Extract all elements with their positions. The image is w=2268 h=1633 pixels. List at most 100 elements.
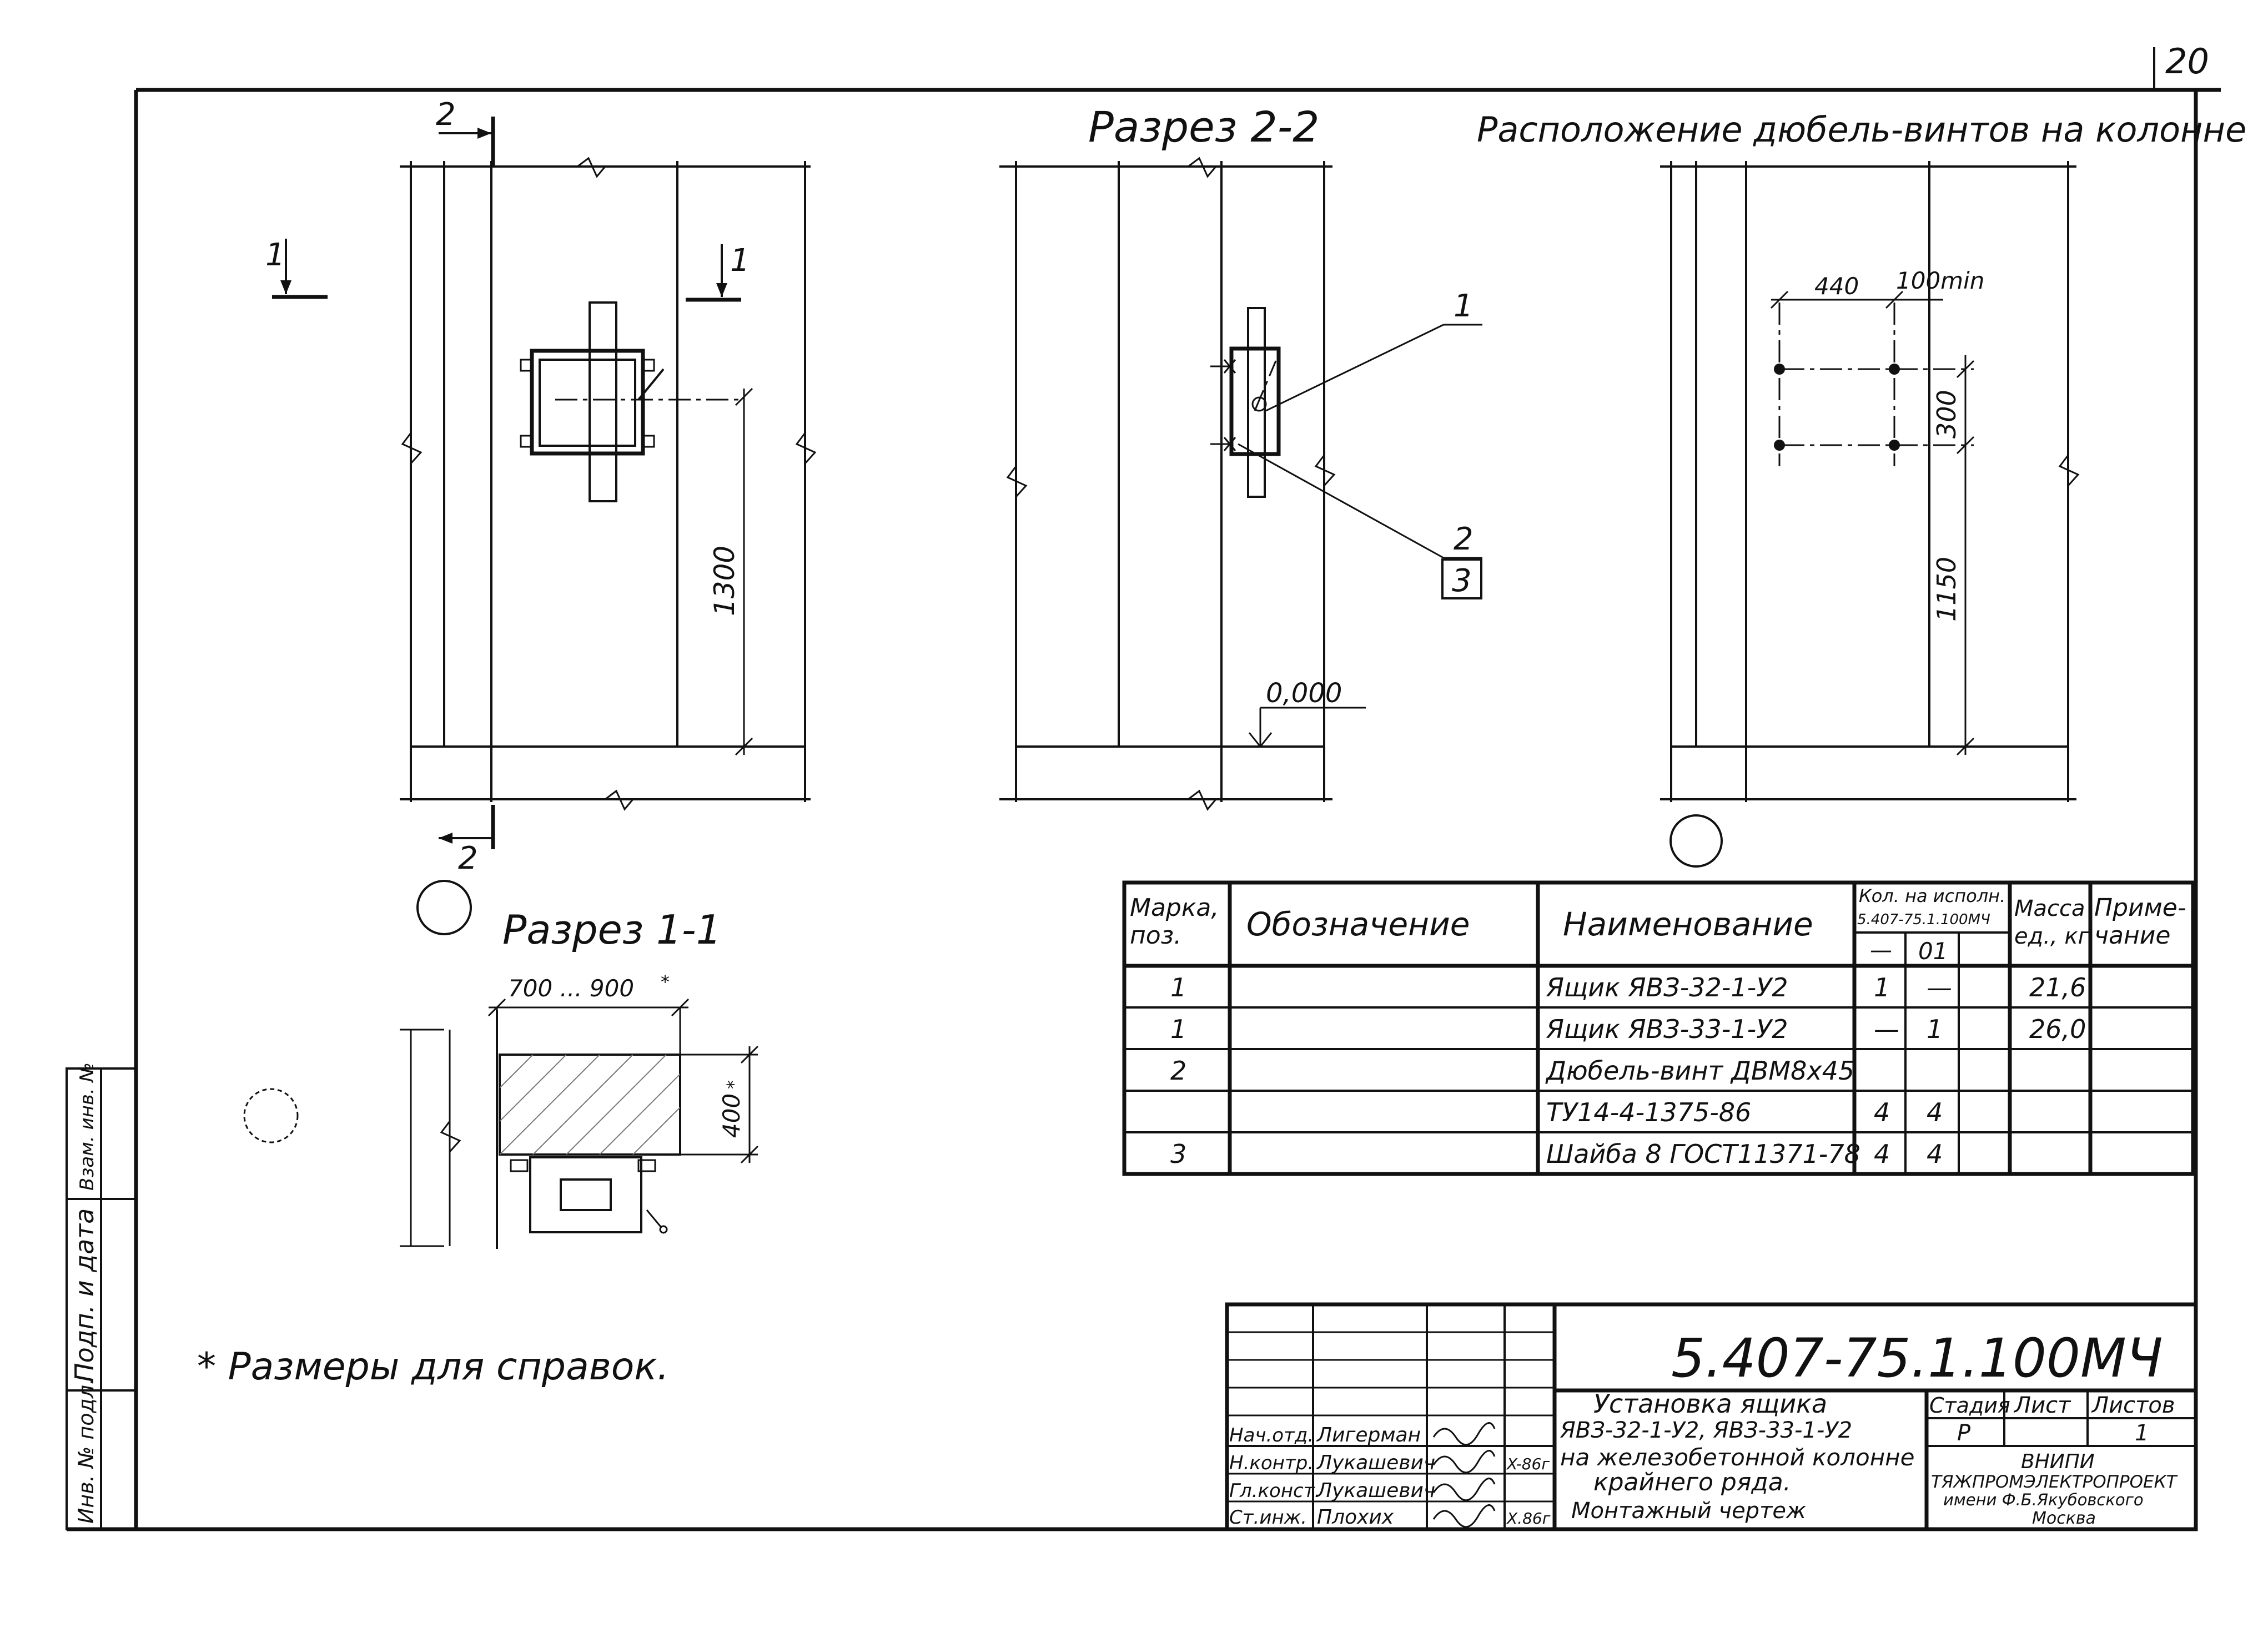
title-block: 5.407-75.1.100МЧ Установка ящика ЯВЗ-32-… bbox=[1225, 1302, 2198, 1531]
spec-cell-name: Ящик ЯВЗ-32-1-У2 bbox=[1546, 972, 1788, 1002]
title-line-2: ЯВЗ-32-1-У2, ЯВЗ-33-1-У2 bbox=[1560, 1418, 1852, 1443]
section-2-2-title: Разрез 2-2 bbox=[1088, 102, 1320, 152]
spec-row: 2 Дюбель-винт ДВМ8х45 bbox=[1170, 1056, 1854, 1086]
spec-cell-name: ТУ14-4-1375-86 bbox=[1546, 1097, 1751, 1127]
spec-cell-qty-2: 4 bbox=[1927, 1097, 1943, 1127]
signature-row: Гл.конст.Лукашевич bbox=[1229, 1478, 1496, 1502]
spec-cell-qty-2: 4 bbox=[1927, 1139, 1943, 1169]
signature-scribble bbox=[1432, 1422, 1496, 1446]
sheets-label: Листов bbox=[2091, 1393, 2175, 1418]
org-line-3: имени Ф.Б.Якубовского bbox=[1943, 1490, 2144, 1509]
spec-cell-name: Дюбель-винт ДВМ8х45 bbox=[1545, 1056, 1854, 1086]
org-line-1: ВНИПИ bbox=[2021, 1450, 2095, 1473]
signature-date: X.86г bbox=[1506, 1509, 1551, 1528]
signature-role: Н.контр. bbox=[1229, 1452, 1314, 1474]
spec-cell-mark: 2 bbox=[1170, 1056, 1186, 1086]
reference-note: * Размеры для справок. bbox=[197, 1345, 669, 1389]
spec-cell-mark: 1 bbox=[1170, 972, 1186, 1002]
spec-table: Марка,поз. Обозначение Наименование Кол.… bbox=[1122, 880, 2195, 1176]
title-line-4: крайнего ряда. bbox=[1593, 1468, 1791, 1496]
spec-cell-qty-2: — bbox=[1927, 972, 1952, 1002]
spec-row: ТУ14-4-1375-86 4 4 bbox=[1546, 1097, 1943, 1127]
side-stamp: Инв. № подл. Подп. и дата Взам. инв. № bbox=[66, 1062, 137, 1530]
spec-header-designation: Обозначение bbox=[1246, 905, 1470, 943]
signature-role: Нач.отд. bbox=[1229, 1424, 1314, 1446]
spec-header-note: Приме-чание bbox=[2094, 894, 2186, 950]
side-stamp-sign: Подп. и дата bbox=[69, 1208, 99, 1382]
spec-cell-qty-1: 4 bbox=[1874, 1139, 1890, 1169]
title-line-3: на железобетонной колонне bbox=[1560, 1444, 1914, 1471]
sheet-label: Лист bbox=[2013, 1393, 2071, 1418]
spec-cell-qty-1: 4 bbox=[1874, 1097, 1890, 1127]
dowel-layout-title: Расположение дюбель-винтов на колонне bbox=[1477, 109, 2246, 150]
spec-header-name: Наименование bbox=[1563, 905, 1813, 943]
signature-name: Плохих bbox=[1317, 1506, 1394, 1529]
signature-date: X-86г bbox=[1506, 1455, 1550, 1473]
plan-cut-mark-right: 1 bbox=[730, 243, 750, 279]
spec-row: 3 Шайба 8 ГОСТ11371-78 4 4 bbox=[1170, 1139, 1943, 1169]
dim-400-star: * bbox=[723, 1080, 744, 1089]
dim-300: 300 bbox=[1932, 390, 1962, 439]
stage-label: Стадия bbox=[1929, 1393, 2010, 1418]
signature-name: Лукашевич bbox=[1316, 1479, 1435, 1502]
side-stamp-inv: Инв. № подл. bbox=[74, 1378, 98, 1524]
signature-scribble bbox=[1432, 1504, 1496, 1528]
plan-section-mark-top: 2 bbox=[436, 97, 456, 133]
spec-header-qty: Кол. на исполн.5.407-75.1.100МЧ bbox=[1857, 885, 2005, 928]
org-line-2: ТЯЖПРОМЭЛЕКТРОПРОЕКТ bbox=[1931, 1472, 2178, 1492]
spec-cell-mass: 26,0 bbox=[2029, 1014, 2086, 1044]
spec-cell-qty-1: — bbox=[1874, 1014, 1899, 1044]
spec-cell-qty-1: 1 bbox=[1874, 972, 1890, 1002]
drawing-code: 5.407-75.1.100МЧ bbox=[1671, 1327, 2163, 1389]
spec-cell-mass: 21,6 bbox=[2029, 972, 2086, 1002]
org-line-4: Москва bbox=[2032, 1509, 2096, 1528]
spec-cell-mark: 3 bbox=[1170, 1139, 1186, 1169]
dim-700-900: 700 ... 900 bbox=[508, 975, 634, 1002]
spec-header-qty-a: — bbox=[1870, 938, 1892, 963]
title-line-1: Установка ящика bbox=[1593, 1389, 1827, 1419]
spec-cell-name: Шайба 8 ГОСТ11371-78 bbox=[1546, 1139, 1860, 1169]
plan-section-mark-bottom: 2 bbox=[458, 840, 478, 876]
section-1-1-title: Разрез 1-1 bbox=[502, 906, 722, 953]
callout-2: 2 bbox=[1454, 521, 1474, 557]
signature-row: Ст.инж. Плохих X.86г bbox=[1229, 1504, 1551, 1529]
spec-header-mark: Марка,поз. bbox=[1130, 894, 1219, 950]
plan-cut-mark-left: 1 bbox=[265, 237, 285, 273]
side-stamp-replace: Взам. инв. № bbox=[76, 1062, 98, 1191]
dim-100min: 100min bbox=[1896, 267, 1984, 294]
plan-view: 2 2 1 1 1300 bbox=[265, 97, 817, 935]
dowel-layout-view: Расположение дюбель-винтов на колонне 44… bbox=[1477, 109, 2246, 868]
dim-700-900-star: * bbox=[661, 971, 670, 992]
signature-role: Гл.конст. bbox=[1229, 1480, 1320, 1502]
level-mark: 0,000 bbox=[1266, 678, 1342, 709]
dim-1150: 1150 bbox=[1932, 557, 1962, 622]
spec-header-qty-b: 01 bbox=[1918, 938, 1948, 965]
stage-value: Р bbox=[1957, 1420, 1971, 1446]
title-line-5: Монтажный чертеж bbox=[1571, 1498, 1806, 1524]
signature-row: Н.контр.Лукашевич X-86г bbox=[1229, 1450, 1550, 1474]
signature-scribble bbox=[1432, 1478, 1496, 1501]
signature-role: Ст.инж. bbox=[1229, 1506, 1307, 1529]
signature-scribble bbox=[1432, 1450, 1496, 1474]
callout-1: 1 bbox=[1454, 288, 1474, 324]
spec-cell-name: Ящик ЯВЗ-33-1-У2 bbox=[1546, 1014, 1788, 1044]
signature-name: Лигерман bbox=[1316, 1424, 1421, 1446]
box-hatch bbox=[500, 1055, 680, 1155]
dim-440: 440 bbox=[1814, 273, 1859, 300]
spec-row: 1 Ящик ЯВЗ-32-1-У2 1 — 21,6 bbox=[1170, 972, 2086, 1002]
section-2-2-view: Разрез 2-2 1 2 3 0,000 bbox=[999, 102, 1482, 811]
signature-row: Нач.отд.Лигерман bbox=[1229, 1422, 1496, 1446]
sheets-value: 1 bbox=[2135, 1420, 2149, 1446]
callout-3: 3 bbox=[1452, 563, 1472, 599]
spec-cell-qty-2: 1 bbox=[1927, 1014, 1943, 1044]
page-number: 20 bbox=[2165, 41, 2209, 82]
dim-400: 400 bbox=[718, 1093, 745, 1138]
plan-dim-1300: 1300 bbox=[708, 546, 741, 616]
signature-name: Лукашевич bbox=[1316, 1451, 1435, 1474]
section-1-1-view: Разрез 1-1 700 bbox=[243, 906, 759, 1249]
